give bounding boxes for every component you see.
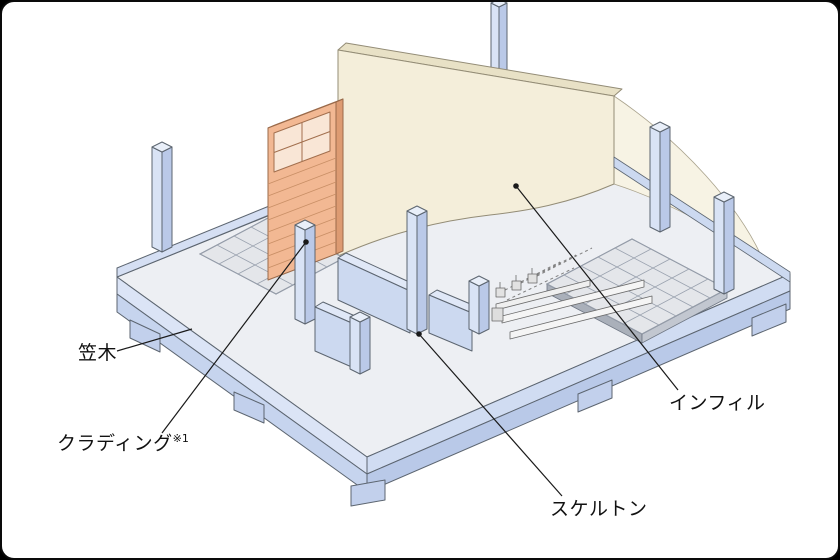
label-cladding: クラディング※1: [57, 432, 189, 455]
column-back: [490, 2, 508, 78]
platform-foot: [577, 379, 613, 413]
leader-infill: [515, 185, 679, 391]
platform-foot: [350, 479, 386, 507]
pipe: [509, 295, 653, 340]
skeleton-wall: [428, 294, 473, 352]
service-pipes: [491, 247, 653, 340]
label-kasagi: 笠木: [78, 342, 118, 364]
pipe-fitting: [527, 273, 538, 284]
skeleton-wall: [337, 257, 411, 334]
platform-foot: [751, 303, 787, 337]
cladding-panel: [267, 98, 344, 281]
label-infill: インフィル: [669, 392, 766, 414]
platform-foot: [233, 391, 265, 424]
pipe-fitting: [511, 280, 522, 291]
leader-dot-skeleton: [416, 331, 422, 337]
platform: [116, 106, 791, 507]
infill-wall-face: [337, 49, 615, 257]
cladding-window-mullions: [273, 122, 331, 162]
leader-kasagi: [116, 328, 193, 352]
label-cladding-note: ※1: [172, 432, 189, 445]
label-cladding-text: クラディング: [57, 432, 173, 455]
cladding-side-edge: [335, 98, 344, 255]
leader-skeleton: [418, 333, 563, 497]
pipe-fitting: [495, 287, 506, 298]
leader-cladding: [161, 241, 307, 434]
leader-dot-cladding: [303, 239, 309, 245]
skeleton-columns: [151, 121, 735, 375]
pipe-stubs: [499, 268, 533, 288]
leader-lines: [116, 183, 679, 497]
leader-dot-infill: [513, 183, 519, 189]
pipe-elbow: [491, 307, 504, 322]
platform-foot: [129, 319, 161, 353]
label-skeleton: スケルトン: [550, 498, 648, 520]
